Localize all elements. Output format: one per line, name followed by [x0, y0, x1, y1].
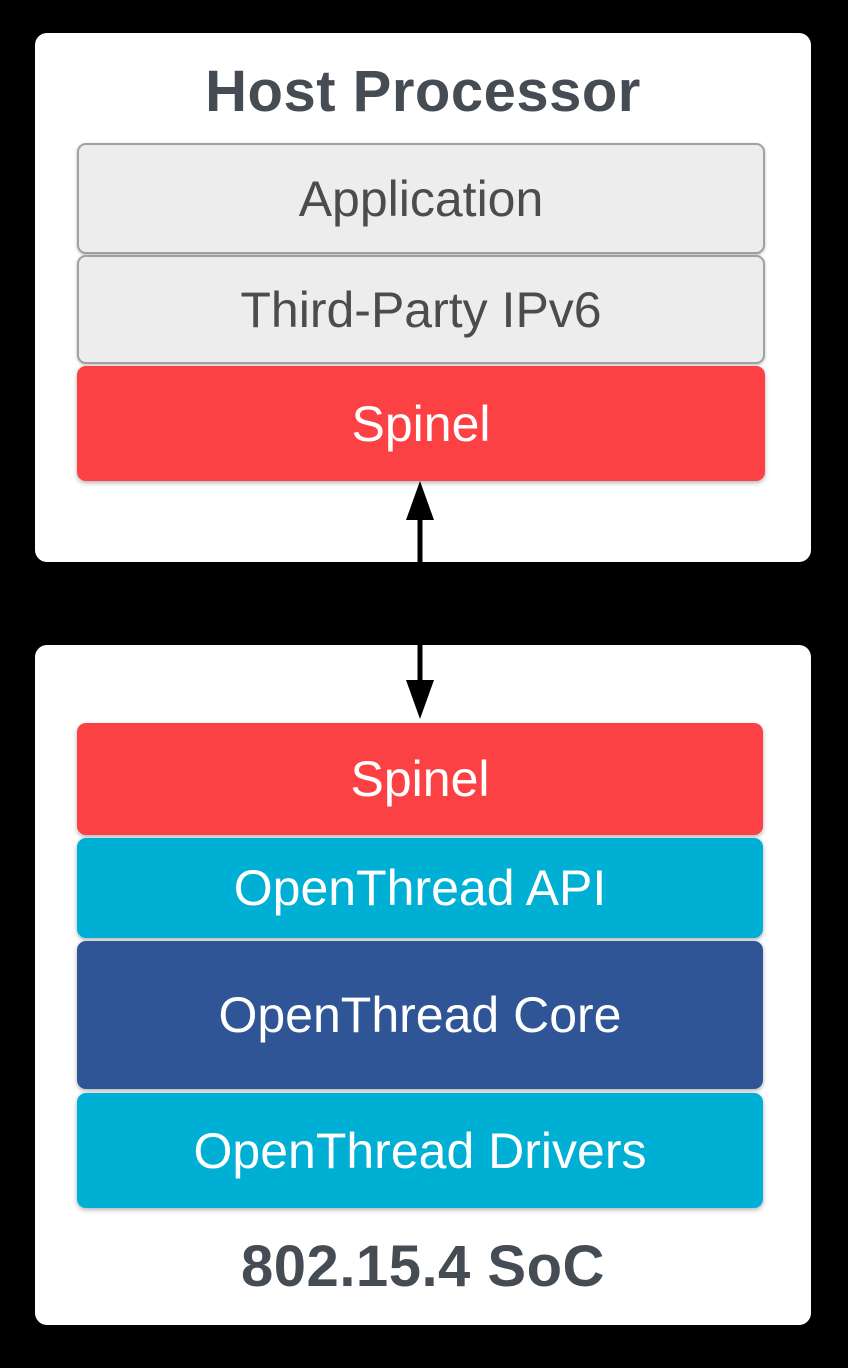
host-processor-box: Host Processor Application Third-Party I…: [35, 33, 811, 562]
soc-box: Spinel OpenThread API OpenThread Core Op…: [35, 645, 811, 1325]
openthread-core-layer: OpenThread Core: [77, 941, 763, 1089]
host-processor-title: Host Processor: [205, 59, 641, 124]
soc-layer-stack: Spinel OpenThread API OpenThread Core Op…: [77, 723, 763, 1208]
openthread-api-layer: OpenThread API: [77, 838, 763, 938]
host-spinel-layer: Spinel: [77, 366, 765, 481]
application-layer: Application: [77, 143, 765, 254]
openthread-core-layer-label: OpenThread Core: [218, 987, 622, 1043]
third-party-ipv6-layer: Third-Party IPv6: [77, 255, 765, 364]
third-party-ipv6-layer-label: Third-Party IPv6: [240, 281, 602, 338]
soc-spinel-layer-label: Spinel: [350, 751, 490, 807]
openthread-drivers-layer-label: OpenThread Drivers: [193, 1122, 647, 1179]
host-layer-stack: Application Third-Party IPv6 Spinel: [77, 143, 765, 481]
openthread-api-layer-label: OpenThread API: [233, 860, 607, 916]
host-spinel-layer-label: Spinel: [351, 395, 491, 452]
soc-spinel-layer: Spinel: [77, 723, 763, 835]
application-layer-label: Application: [298, 170, 544, 227]
soc-title: 802.15.4 SoC: [241, 1234, 605, 1299]
openthread-drivers-layer: OpenThread Drivers: [77, 1093, 763, 1208]
